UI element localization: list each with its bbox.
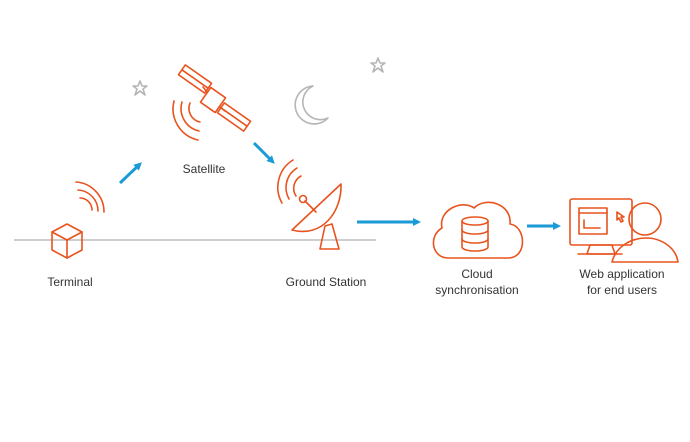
satellite-node: Satellite — [172, 64, 252, 176]
cloud-label-line2: synchronisation — [435, 283, 518, 297]
web-app-label-line1: Web application — [579, 267, 664, 281]
web-app-label-line2: for end users — [587, 283, 657, 297]
star-icon — [132, 80, 148, 96]
ground-station-node: Ground Station — [277, 159, 367, 289]
satellite-icon — [177, 64, 252, 132]
signal-waves-icon — [172, 100, 201, 141]
terminal-label: Terminal — [47, 275, 92, 289]
terminal-node: Terminal — [47, 181, 105, 289]
ground-station-label: Ground Station — [286, 275, 367, 289]
moon-icon — [294, 85, 329, 125]
computer-user-icon — [569, 198, 679, 263]
cloud-database-icon — [432, 201, 524, 259]
cube-icon — [51, 223, 83, 259]
signal-waves-icon — [277, 159, 302, 204]
cloud-label-line1: Cloud — [461, 267, 492, 281]
arrow-terminal-to-satellite — [118, 162, 142, 185]
signal-waves-icon — [75, 181, 105, 213]
cloud-node: Cloud synchronisation — [432, 201, 524, 297]
star-icon — [370, 57, 386, 73]
satellite-label: Satellite — [183, 162, 226, 176]
web-app-node: Web application for end users — [569, 198, 679, 297]
arrow-satellite-to-ground-station — [252, 141, 275, 164]
satellite-dish-icon — [291, 183, 342, 250]
